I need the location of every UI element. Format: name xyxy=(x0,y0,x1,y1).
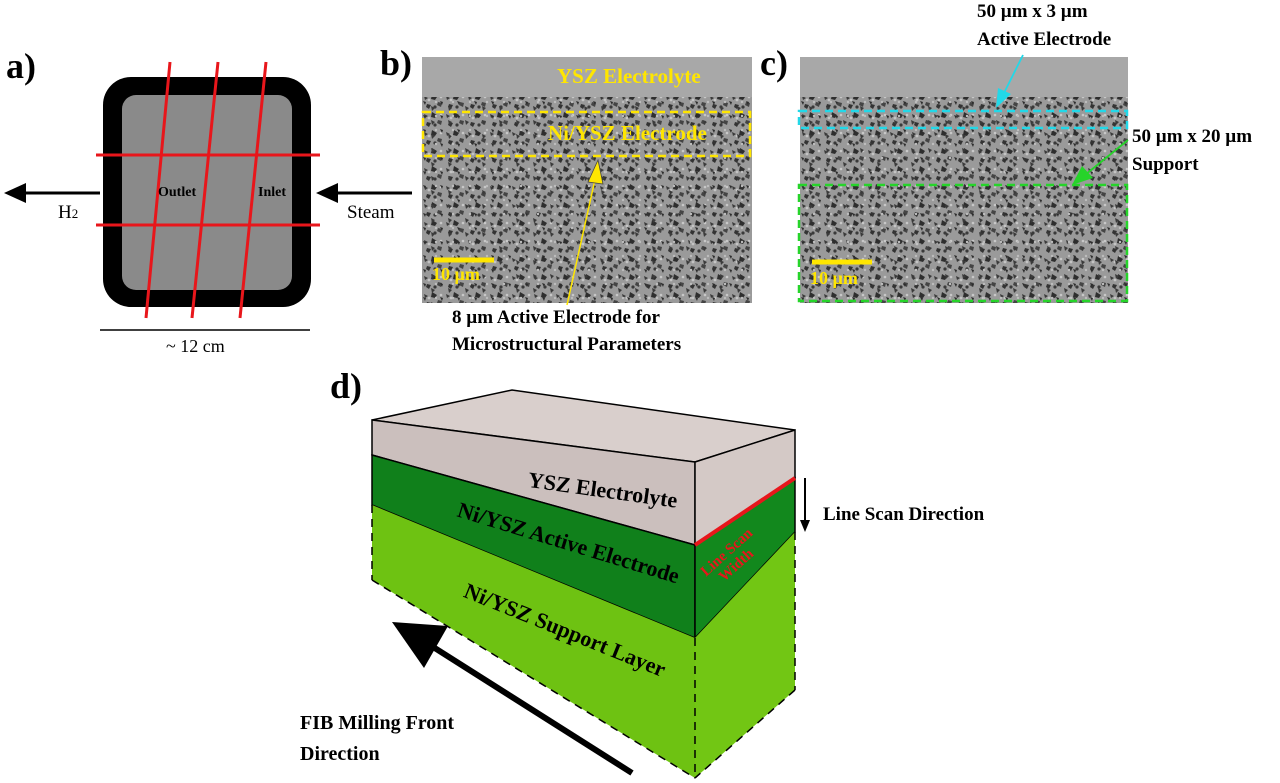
support-side-face xyxy=(695,532,795,778)
fib-label-line1: FIB Milling Front xyxy=(300,712,455,734)
outlet-label: Outlet xyxy=(158,185,197,200)
support-line2: Support xyxy=(1132,154,1199,175)
active-electrode-box xyxy=(797,109,1129,130)
micrograph-b-texture xyxy=(422,57,752,303)
active-electrode-line2: Active Electrode xyxy=(977,29,1112,50)
panel-b-label: b) xyxy=(380,43,413,83)
pointer-line-c-active xyxy=(1002,54,1024,96)
support-box xyxy=(797,183,1129,303)
electrode-label-b: Ni/YSZ Electrode xyxy=(548,121,707,145)
panel-c-label: c) xyxy=(760,43,788,83)
electrolyte-label-b: YSZ Electrolyte xyxy=(557,64,701,88)
panel-d-label: d) xyxy=(330,366,363,406)
steam-label: Steam xyxy=(347,202,395,223)
line-scan-direction-label: Line Scan Direction xyxy=(823,504,985,525)
active-electrode-line1: 50 µm x 3 µm xyxy=(977,1,1088,22)
support-line1: 50 µm x 20 µm xyxy=(1132,126,1253,147)
grid-lines xyxy=(96,61,320,319)
scale-label-c: 10 µm xyxy=(810,268,858,288)
micrograph-c-texture xyxy=(800,57,1128,303)
pointer-line-c-support xyxy=(1084,139,1129,176)
note-b-line1: 8 µm Active Electrode for xyxy=(452,307,660,328)
h2-label: H2 xyxy=(58,202,78,224)
support-dashed-edges xyxy=(371,505,796,779)
support-front-face xyxy=(372,505,695,778)
pointer-arrowhead-b xyxy=(587,158,604,185)
h2-main: H xyxy=(58,202,72,223)
fib-direction-arrow-icon xyxy=(428,642,634,776)
cell-active-area xyxy=(122,95,292,290)
pointer-arrowhead-c-active xyxy=(996,88,1011,108)
panel-a-label: a) xyxy=(6,46,36,86)
pointer-line-b xyxy=(566,174,597,306)
inlet-label: Inlet xyxy=(258,185,286,200)
scale-label-b: 10 µm xyxy=(432,264,480,284)
pointer-arrowhead-c-support xyxy=(1072,166,1093,185)
size-label: ~ 12 cm xyxy=(166,336,225,356)
electrode-highlight-box xyxy=(421,110,752,158)
note-b-line2: Microstructural Parameters xyxy=(452,334,682,355)
line-scan-width-marker xyxy=(693,476,797,547)
h2-sub: 2 xyxy=(71,206,79,221)
fib-label-line2: Direction xyxy=(300,743,380,765)
